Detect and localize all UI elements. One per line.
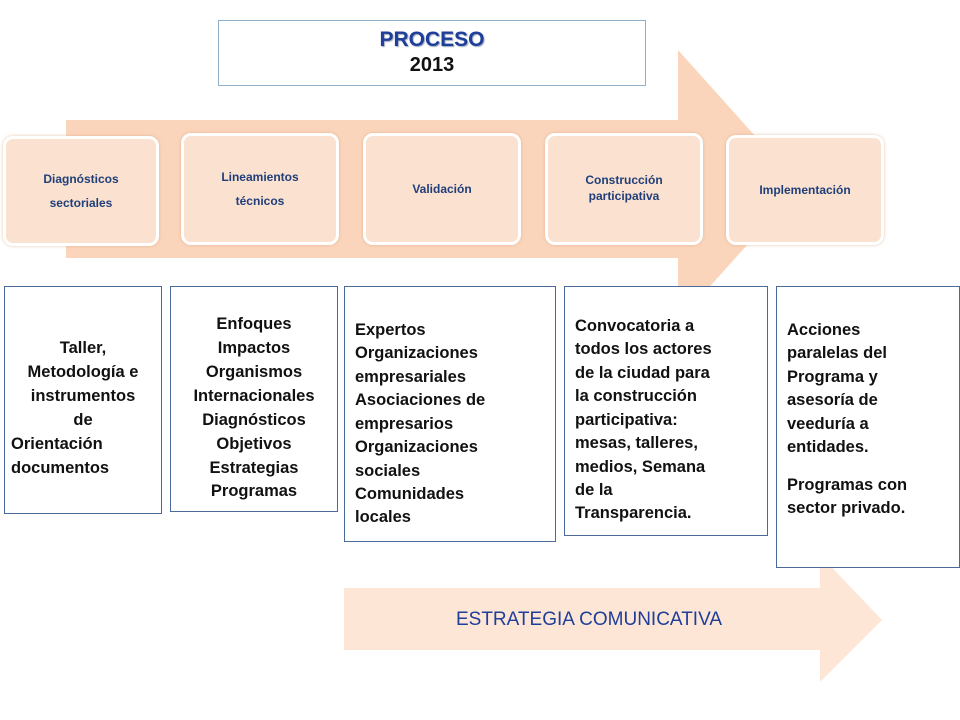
- card-line: Acciones: [787, 321, 861, 339]
- card-line: Impactos: [217, 338, 291, 357]
- strategy-label: ESTRATEGIA COMUNICATIVA: [455, 609, 723, 630]
- card-line: empresariales: [355, 367, 466, 386]
- card-line: veeduría a: [787, 414, 869, 433]
- card-line: Organizaciones: [355, 344, 478, 363]
- card-line: Organizaciones: [355, 438, 478, 457]
- card-line: Organismos: [205, 362, 303, 381]
- card-line: sector privado.: [787, 498, 906, 517]
- card-line: de la ciudad para: [575, 363, 710, 382]
- card-line: sociales: [355, 461, 421, 480]
- step-label: Lineamientos: [221, 170, 299, 184]
- card-line: de la: [575, 480, 613, 499]
- card-line: medios, Semana: [575, 457, 706, 476]
- card-construccion: Convocatoria a todos los actores de la c…: [564, 286, 768, 536]
- card-line: locales: [355, 508, 411, 527]
- card-line: Programas con: [787, 475, 908, 494]
- card-line: de: [73, 410, 93, 429]
- card-line: paralelas del: [787, 344, 887, 363]
- card-validacion: Expertos Organizaciones empresariales As…: [344, 286, 556, 542]
- step-label: participativa: [588, 189, 660, 203]
- card-line: asesoría de: [787, 391, 878, 410]
- card-spacer: [787, 460, 951, 474]
- step-label: sectoriales: [49, 196, 113, 210]
- step-validacion: Validación: [363, 133, 521, 245]
- card-line: Internacionales: [193, 386, 315, 405]
- card-line: Convocatoria a: [575, 317, 695, 335]
- card-line: Estrategias: [209, 458, 299, 477]
- card-line: mesas, talleres,: [575, 434, 698, 453]
- title-year: 2013: [409, 54, 455, 76]
- card-line: todos los actores: [575, 340, 712, 359]
- card-line: Transparencia.: [575, 504, 692, 523]
- card-line: la construcción: [575, 387, 697, 406]
- page-title: PROCESO: [379, 28, 485, 51]
- card-line: Programa y: [787, 367, 878, 386]
- card-line: empresarios: [355, 414, 454, 433]
- step-label: técnicos: [235, 194, 285, 208]
- card-line: Programas: [210, 482, 298, 501]
- card-line: Asociaciones de: [355, 391, 486, 410]
- card-line: Expertos: [355, 321, 426, 339]
- title-box: PROCESO 2013: [218, 20, 646, 86]
- card-diagnosticos: Taller, Metodología e instrumentos de Or…: [4, 286, 162, 514]
- step-implementacion: Implementación: [726, 135, 884, 245]
- card-line: entidades.: [787, 438, 869, 457]
- step-diagnosticos: Diagnósticos sectoriales: [3, 136, 159, 246]
- card-line: Enfoques: [216, 315, 292, 333]
- card-line: Diagnósticos: [202, 410, 306, 429]
- card-line: participativa:: [575, 410, 678, 429]
- card-line: Comunidades: [355, 484, 465, 503]
- card-line: Taller,: [59, 339, 107, 357]
- step-label: Construcción: [585, 173, 663, 188]
- card-implementacion: Acciones paralelas del Programa y asesor…: [776, 286, 960, 568]
- card-line: Orientación: [11, 434, 103, 453]
- step-label: Validación: [412, 182, 472, 196]
- strategy-arrow: [344, 555, 882, 682]
- card-lineamientos: Enfoques Impactos Organismos Internacion…: [170, 286, 338, 512]
- card-line: Objetivos: [216, 434, 292, 453]
- step-label: Implementación: [759, 183, 851, 197]
- card-line: Metodología e: [27, 362, 139, 381]
- step-construccion: Construcción participativa: [545, 133, 703, 245]
- step-lineamientos: Lineamientos técnicos: [181, 133, 339, 245]
- card-line: documentos: [11, 458, 110, 477]
- step-label: Diagnósticos: [43, 172, 119, 186]
- card-line: instrumentos: [30, 386, 136, 405]
